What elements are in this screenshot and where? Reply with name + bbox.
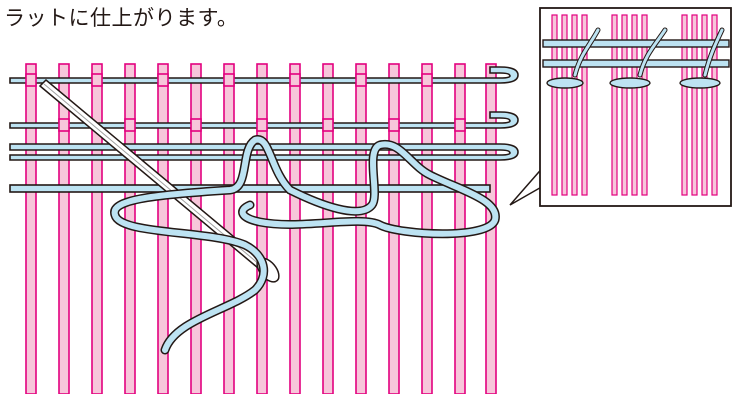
instruction-caption: ラットに仕上がります。	[4, 6, 239, 30]
magnified-detail-inset	[539, 7, 732, 207]
warp-overlaps	[25, 73, 466, 132]
rya-yarn	[110, 135, 500, 355]
